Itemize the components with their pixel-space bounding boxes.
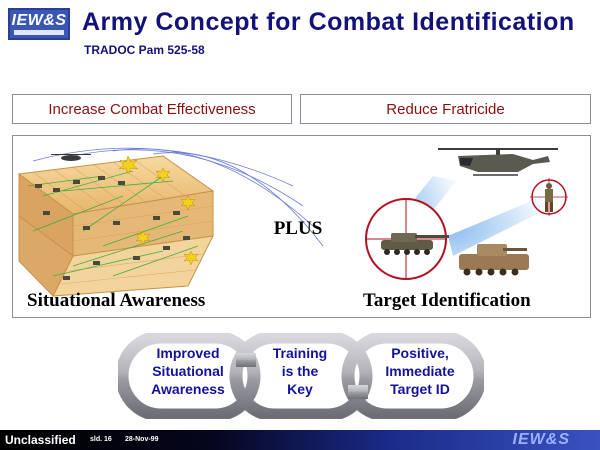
target-identification-caption: Target Identification: [363, 290, 531, 311]
footer-logo: IEW&S: [512, 431, 570, 448]
chain-link-situational-awareness: Improved Situational Awareness: [140, 344, 236, 398]
logo-text: IEW&S: [11, 12, 67, 29]
chain-line: Training: [272, 345, 328, 361]
helicopter-icon: [438, 148, 558, 176]
chain-line: Awareness: [151, 381, 225, 397]
panel-illustration: [17, 147, 568, 297]
battlefield-terrain-icon: [17, 147, 324, 297]
logo-stripe: [14, 30, 64, 35]
chain-link-icon: [118, 333, 484, 419]
chain-line: Improved: [156, 345, 220, 361]
concept-panel: PLUS Situational Awareness Target Identi…: [12, 135, 591, 318]
chain-line: Key: [287, 381, 313, 397]
chain-line: Immediate: [385, 363, 455, 379]
chain-link-target-id: Positive, Immediate Target ID: [372, 344, 468, 398]
soldier-icon: [530, 178, 568, 216]
plus-label: PLUS: [273, 218, 323, 239]
slide-number: sld. 16: [90, 436, 112, 443]
page-title: Army Concept for Combat Identification: [82, 8, 575, 36]
chain-line: Positive,: [391, 345, 449, 361]
chain-link-training: Training is the Key: [252, 344, 348, 398]
tank-icon: [381, 233, 449, 255]
chain-line: is the: [281, 363, 319, 379]
chain-line: Target ID: [390, 381, 450, 397]
situational-awareness-caption: Situational Awareness: [27, 290, 206, 311]
slide-date: 28-Nov-99: [125, 436, 159, 443]
iew-s-logo: IEW&S: [8, 8, 70, 40]
tank-icon: [459, 244, 529, 276]
footer-bar: Unclassified sld. 16 28-Nov-99 IEW&S: [0, 430, 600, 450]
classification-label: Unclassified: [5, 433, 76, 447]
page-subtitle: TRADOC Pam 525-58: [84, 43, 205, 57]
goal-box-combat-effectiveness: Increase Combat Effectiveness: [12, 94, 292, 124]
chain-line: Situational: [152, 363, 224, 379]
goal-box-reduce-fratricide: Reduce Fratricide: [300, 94, 591, 124]
